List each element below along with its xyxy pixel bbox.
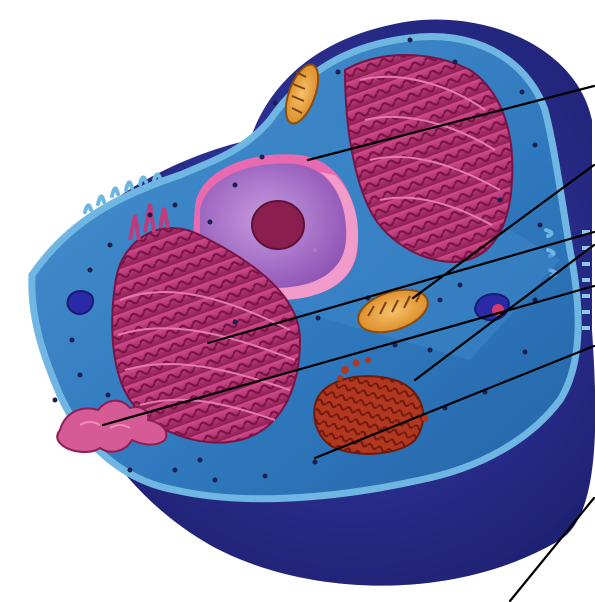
nucleolus-icon <box>252 201 304 249</box>
